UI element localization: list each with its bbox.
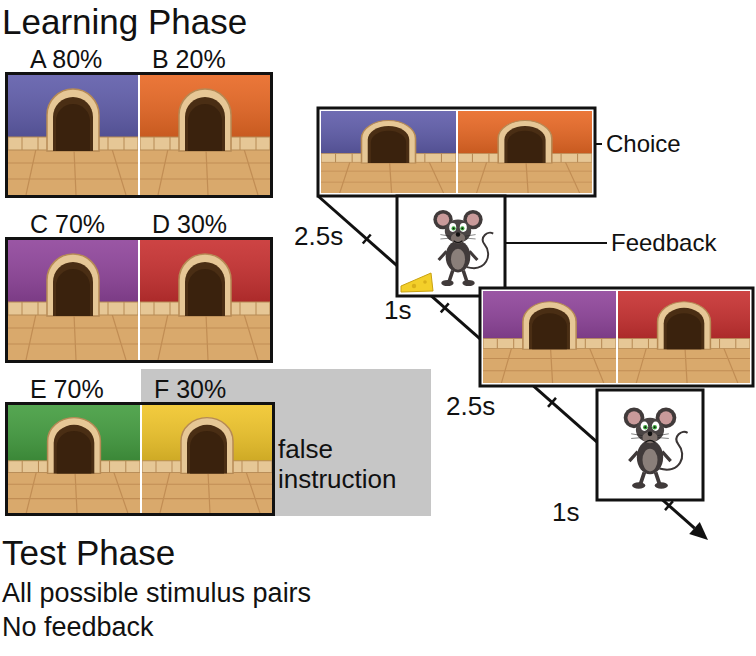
stimulus-image (140, 240, 270, 360)
mouse-figure (433, 210, 493, 286)
stimulus-image (618, 291, 750, 383)
label-slot: Test Phase (2, 533, 175, 573)
stimulus-image (8, 75, 138, 195)
duration-label: 1s (552, 498, 579, 528)
stimulus-panel: B 20% (140, 75, 270, 195)
duration-label: 2.5s (446, 392, 495, 422)
stimulus-pair (7, 404, 274, 515)
stimulus-panel: D 30% (140, 240, 270, 360)
stimulus-label: B 20% (152, 44, 226, 74)
phase-heading: Test Phase (2, 533, 175, 573)
stimulus-panel: A 80% (8, 75, 138, 195)
label-slot: Feedback (611, 229, 716, 257)
test-note: No feedback (2, 612, 154, 643)
time-tick (441, 303, 449, 312)
leader-line (505, 242, 607, 244)
screen-label: Feedback (611, 229, 716, 257)
label-slot: 2.5s (446, 392, 495, 422)
stimulus-image (483, 291, 616, 383)
stimulus-label: A 80% (30, 44, 102, 74)
stimulus-label: F 30% (154, 374, 226, 404)
stimulus-pair (7, 74, 272, 197)
stimulus-image (140, 75, 270, 195)
label-slot: All possible stimulus pairs (2, 578, 311, 609)
instruction-band: false instructionF 30% (141, 369, 431, 516)
time-tick (363, 235, 371, 244)
label-slot: No feedback (2, 612, 154, 643)
stimulus-image (458, 111, 592, 193)
time-tick (665, 501, 673, 510)
arrow-head (689, 522, 708, 540)
choice-screen (480, 288, 753, 386)
stimulus-image (321, 111, 456, 193)
instruction-band-fill (141, 369, 431, 516)
heading-slot: Learning Phase (2, 2, 247, 42)
phase-heading: Learning Phase (2, 2, 247, 42)
stimulus-pair (7, 239, 272, 362)
label-slot: 2.5s (294, 222, 343, 252)
band-note: false instruction (278, 435, 418, 495)
stimulus-panel: E 70% (8, 405, 140, 513)
test-note: All possible stimulus pairs (2, 578, 311, 609)
stimulus-label: C 70% (30, 209, 105, 239)
choice-screen (318, 108, 595, 196)
label-slot: 1s (384, 296, 411, 326)
stimulus-panel: C 70% (8, 240, 138, 360)
screen-label: Choice (606, 130, 681, 158)
stimulus-image (8, 240, 138, 360)
time-tick (548, 398, 556, 407)
mouse-figure (624, 407, 688, 488)
duration-label: 1s (384, 296, 411, 326)
label-slot: Choice (606, 130, 681, 158)
label-slot: 1s (552, 498, 579, 528)
feedback-screen (597, 390, 703, 500)
feedback-screen (397, 196, 505, 296)
cheese (401, 273, 433, 292)
stimulus-label: E 70% (30, 374, 104, 404)
stimulus-image (142, 405, 272, 513)
stimulus-panel: F 30% (142, 405, 272, 513)
stimulus-label: D 30% (152, 209, 227, 239)
duration-label: 2.5s (294, 222, 343, 252)
stimulus-image (8, 405, 140, 513)
